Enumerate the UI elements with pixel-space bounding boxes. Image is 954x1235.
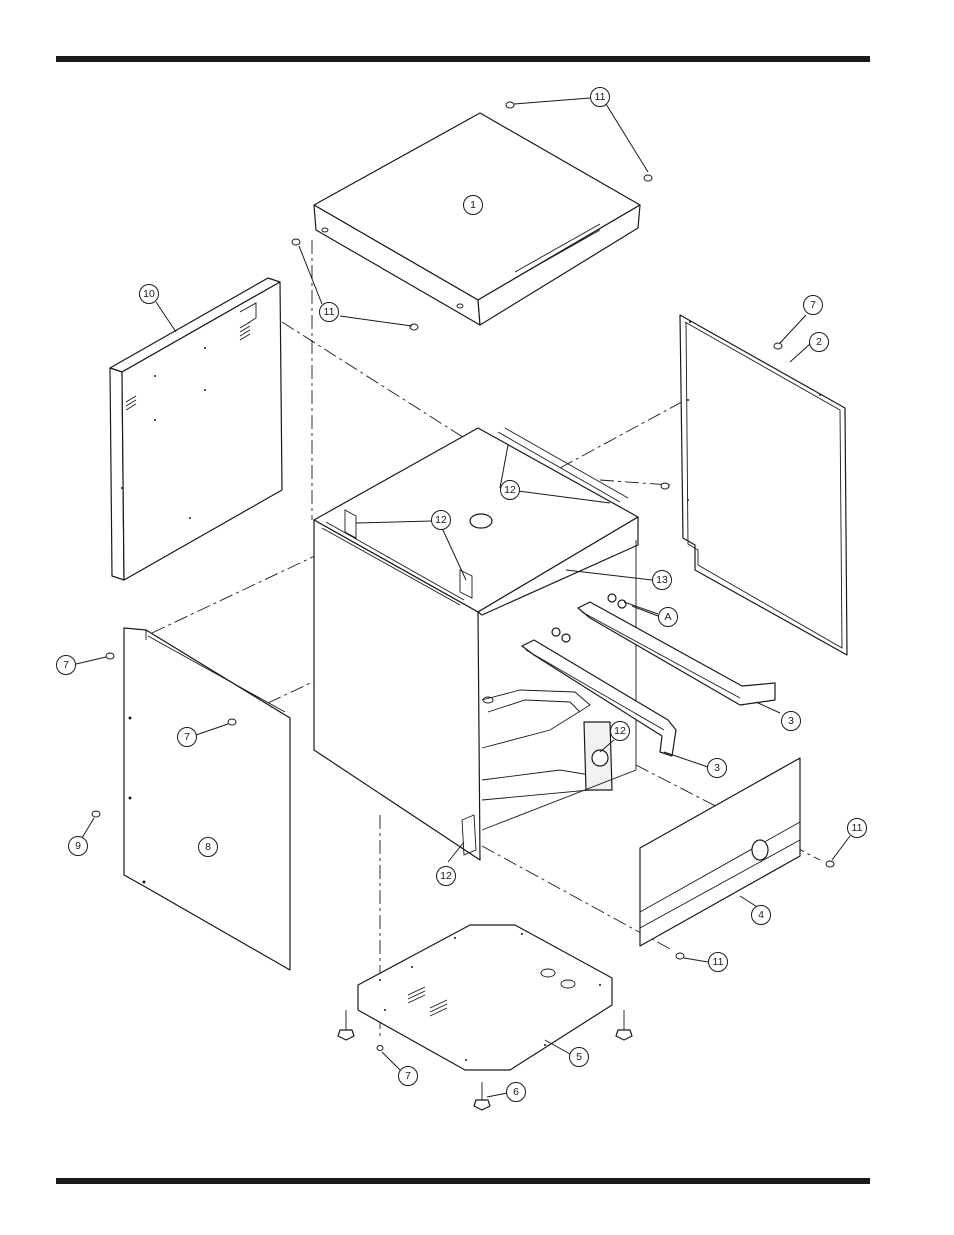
callout-2: 2	[810, 333, 829, 352]
bottom-rule	[56, 1178, 870, 1184]
callout-6-label: 6	[513, 1086, 519, 1098]
callout-10-label: 10	[143, 288, 155, 300]
callout-11-top-right: 11	[591, 88, 610, 107]
callout-13-label: 13	[656, 574, 668, 586]
callout-7-front-panel-top: 7	[57, 656, 76, 675]
callout-A-label: A	[664, 611, 671, 623]
callout-2-label: 2	[816, 336, 822, 348]
callout-12-interior: 12	[611, 722, 630, 741]
callout-12-top-left: 12	[432, 511, 451, 530]
callout-5-label: 5	[576, 1051, 582, 1063]
callout-11-top-left: 11	[320, 303, 339, 322]
callout-11a-label: 11	[595, 91, 606, 103]
part-top-cover	[314, 113, 640, 325]
callout-7d-label: 7	[405, 1070, 411, 1082]
callout-8-label: 8	[205, 841, 211, 853]
callout-11b-label: 11	[324, 306, 335, 318]
callout-3-lower-rail: 3	[708, 759, 727, 778]
part-left-side-panel	[110, 278, 282, 580]
callout-3-lower-label: 3	[714, 762, 720, 774]
part-kick-plate	[640, 758, 800, 946]
callout-12c-label: 12	[614, 725, 626, 737]
callout-5: 5	[570, 1048, 589, 1067]
callout-8: 8	[199, 838, 218, 857]
callout-11-kick-upper: 11	[848, 819, 867, 838]
callout-11c-label: 11	[852, 822, 863, 834]
callout-12d-label: 12	[440, 870, 452, 882]
part-front-panel	[124, 628, 290, 970]
callout-11-kick-lower: 11	[709, 953, 728, 972]
callout-10: 10	[140, 285, 159, 304]
callout-3-upper-rail: 3	[782, 712, 801, 731]
callout-12a-label: 12	[504, 484, 516, 496]
callout-1-label: 1	[470, 199, 476, 211]
callout-11d-label: 11	[713, 956, 724, 968]
callout-13: 13	[653, 571, 672, 590]
callout-A: A	[659, 608, 678, 627]
callout-9-label: 9	[75, 840, 81, 852]
callout-7-right-panel: 7	[804, 296, 823, 315]
callout-7-front-panel-mid: 7	[178, 728, 197, 747]
callout-7-base: 7	[399, 1067, 418, 1086]
callout-7c-label: 7	[184, 731, 190, 743]
callout-7b-label: 7	[63, 659, 69, 671]
callout-4: 4	[752, 906, 771, 925]
callout-1: 1	[464, 196, 483, 215]
callout-12-top-rail: 12	[501, 481, 520, 500]
part-right-side-panel	[680, 315, 847, 655]
callout-6: 6	[507, 1083, 526, 1102]
callout-9: 9	[69, 837, 88, 856]
callout-7a-label: 7	[810, 299, 816, 311]
callout-12b-label: 12	[435, 514, 447, 526]
part-base-plate	[358, 925, 612, 1070]
callout-4-label: 4	[758, 909, 764, 921]
top-rule	[56, 56, 870, 62]
callout-3-upper-label: 3	[788, 715, 794, 727]
part-cabinet-frame	[314, 428, 638, 860]
callout-12-bottom: 12	[437, 867, 456, 886]
